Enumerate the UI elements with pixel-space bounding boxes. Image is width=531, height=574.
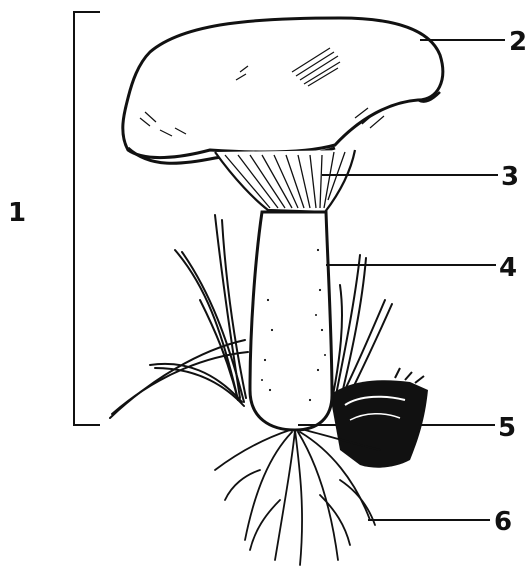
- label-2: 2: [509, 27, 527, 57]
- stem: [250, 212, 332, 430]
- mushroom-cap: [123, 18, 443, 163]
- label-5: 5: [498, 413, 516, 443]
- label-1: 1: [8, 198, 26, 228]
- bracket-whole-mushroom: [74, 12, 100, 425]
- label-6: 6: [494, 507, 512, 537]
- gills: [215, 150, 355, 212]
- label-4: 4: [499, 253, 517, 283]
- label-3: 3: [501, 162, 519, 192]
